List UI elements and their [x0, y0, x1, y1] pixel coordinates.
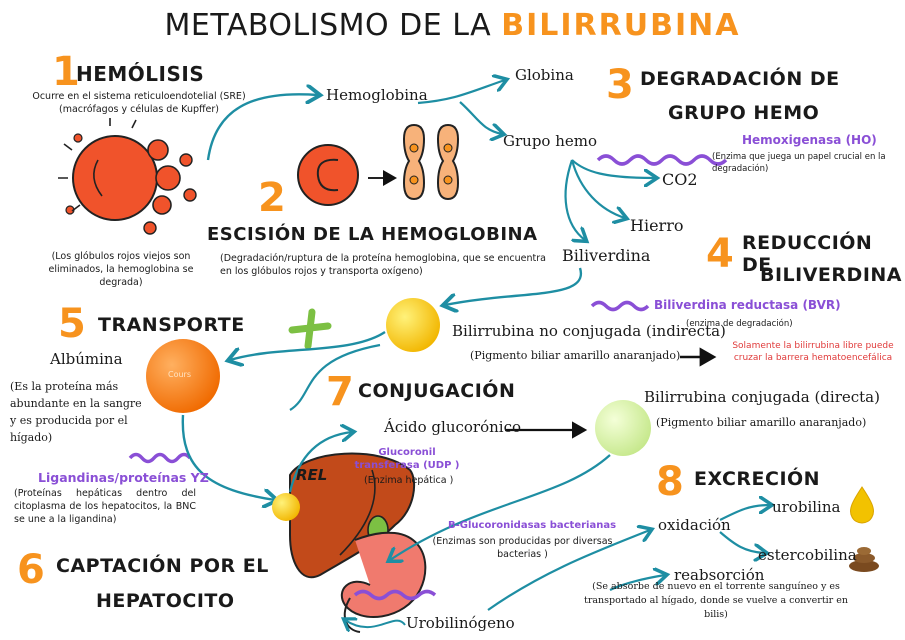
bvr-desc: (enzima de degradación): [686, 319, 793, 329]
bc-label: Bilirrubina conjugada (directa): [644, 388, 880, 406]
step2-number: 2: [258, 175, 286, 221]
step7-number: 7: [326, 369, 354, 415]
bvr-label: Biliverdina reductasa (BVR): [654, 298, 841, 312]
step8-title: EXCRECIÓN: [694, 468, 821, 490]
step3-number: 3: [606, 62, 634, 108]
hepatocito-ball: [272, 493, 300, 521]
step6-title-line2: HEPATOCITO: [96, 590, 235, 612]
step5-title: TRANSPORTE: [98, 314, 245, 336]
arrow-to-hierro: [570, 159, 625, 218]
biliverdina-label: Biliverdina: [562, 246, 651, 265]
step3-title-line2: GRUPO HEMO: [668, 102, 820, 124]
step1-note: Ocurre en el sistema reticuloendotelial …: [32, 91, 246, 115]
step5-number: 5: [58, 301, 86, 347]
step4-title-line1: REDUCCIÓN DE: [742, 232, 873, 276]
bvr-wave-icon: [590, 300, 650, 312]
bnc-desc: (Pigmento biliar amarillo anaranjado): [470, 349, 681, 362]
step8-number: 8: [656, 459, 684, 505]
udp-label: Glucoronil transferasa (UDP ): [354, 447, 460, 471]
reabsorcion-desc: (Se absorbe de nuevo en el torrente sang…: [584, 581, 848, 620]
hemoxigenasa-label: Hemoxigenasa (HO): [742, 133, 877, 147]
arrow-albumina-to-hepatocito: [181, 414, 275, 500]
bglu-desc: (Enzimas son producidas por diversas bac…: [432, 536, 613, 560]
urobilina-label: urobilina: [772, 498, 841, 516]
red-blood-cell-icon: [297, 144, 397, 206]
arrow-urobilinogeno-loop: [345, 620, 406, 627]
step4-title-line2: BILIVERDINA: [760, 264, 902, 286]
hemoglobin-split-icon: [402, 123, 460, 201]
arrow-to-grupo-hemo: [459, 101, 502, 134]
title-highlight: BILIRRUBINA: [501, 8, 741, 43]
urine-drop-icon: [849, 486, 875, 524]
grupo-hemo-label: Grupo hemo: [503, 132, 598, 150]
bc-desc: (Pigmento biliar amarillo anaranjado): [656, 416, 867, 429]
step1-number: 1: [52, 49, 80, 95]
plus-icon: [288, 308, 332, 350]
arrow-to-co2: [571, 159, 655, 178]
acido-label: Ácido glucorónico: [384, 418, 522, 436]
co2-label: CO2: [662, 170, 698, 189]
reabsorcion-label: reabsorción: [674, 566, 765, 584]
ligandinas-label: Ligandinas/proteínas YZ: [38, 470, 209, 485]
ligandinas-wave-icon: [128, 452, 192, 464]
hemolysis-cell-icon: [58, 118, 197, 235]
step3-title-line1: DEGRADACIÓN DE: [640, 68, 840, 90]
step7-title: CONJUGACIÓN: [358, 380, 516, 402]
bglu-wave-icon: [353, 589, 437, 601]
bnc-ball: [386, 298, 440, 352]
arrow-to-globina: [417, 80, 505, 105]
bnc-note: Solamente la bilirrubina libre puede cru…: [732, 341, 894, 363]
bc-ball: [595, 400, 651, 456]
albumina-desc: (Es la proteína más abundante en la sang…: [10, 380, 142, 444]
globina-label: Globina: [515, 66, 574, 84]
urobilinogeno-label: Urobilinógeno: [406, 614, 515, 632]
albumina-ball-label: Cours: [168, 370, 192, 379]
arrow-bnc-to-albumina: [230, 330, 386, 360]
arrow-to-biliverdina: [564, 159, 585, 240]
step6-number: 6: [17, 547, 45, 593]
bglu-label: B-Glucoronidasas bacterianas: [448, 520, 617, 531]
step2-title: ESCISIÓN DE LA HEMOGLOBINA: [207, 224, 538, 245]
step1-title: HEMÓLISIS: [76, 62, 205, 86]
page-title: METABOLISMO DE LA BILIRRUBINA: [0, 8, 905, 43]
step2-desc: (Degradación/ruptura de la proteína hemo…: [220, 253, 546, 277]
bnc-label: Bilirrubina no conjugada (indirecta): [452, 322, 726, 340]
hemoxigenasa-desc: (Enzima que juega un papel crucial en la…: [712, 152, 886, 174]
albumina-label: Albúmina: [50, 350, 123, 368]
hierro-label: Hierro: [630, 216, 684, 235]
ligandinas-desc: (Proteínas hepáticas dentro del citoplas…: [14, 488, 196, 525]
title-prefix: METABOLISMO DE LA: [164, 8, 492, 43]
step6-title-line1: CAPTACIÓN POR EL: [56, 555, 269, 577]
oxidacion-label: oxidación: [658, 516, 731, 534]
step4-number: 4: [706, 231, 734, 277]
estercobilina-label: estercobilina: [758, 546, 857, 564]
step1-desc: (Los glóbulos rojos viejos son eliminado…: [48, 251, 194, 288]
hemoxigenasa-wave-icon: [596, 154, 728, 166]
udp-desc: (Enzima hepática ): [364, 475, 454, 486]
rel-label: REL: [296, 466, 328, 484]
hemoglobina-label: Hemoglobina: [326, 86, 428, 104]
